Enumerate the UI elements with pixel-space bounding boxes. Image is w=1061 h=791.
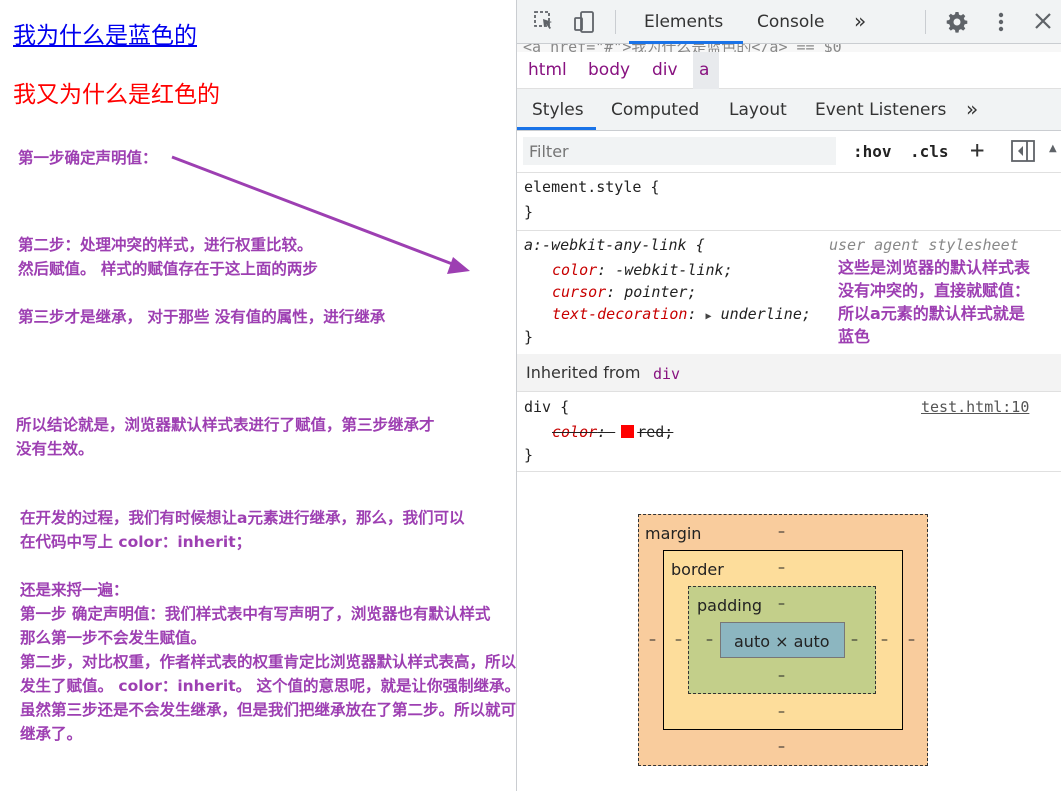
note-dev-line2: 在代码中写上 color：inherit； <box>20 533 252 551</box>
inherited-tag[interactable]: div <box>653 365 681 383</box>
div-close: } <box>524 446 534 464</box>
breadcrumb-a[interactable]: a <box>699 60 710 80</box>
devtools-annotation-line4: 蓝色 <box>838 327 871 346</box>
note-step2-line1: 第二步：处理冲突的样式，进行权重比较。 <box>18 236 313 254</box>
red-text: 我又为什么是红色的 <box>13 82 220 108</box>
margin-left-value[interactable]: – <box>649 632 656 648</box>
breadcrumb-selected-bg <box>693 52 719 89</box>
toolbar-separator <box>925 10 926 34</box>
note-recap-line6: 继承了。 <box>20 725 83 743</box>
styles-filter-bar: :hov .cls + ▲ <box>517 131 1061 173</box>
border-right-value[interactable]: – <box>881 632 888 648</box>
subtab-styles[interactable]: Styles <box>532 100 584 120</box>
gear-icon[interactable] <box>945 10 969 39</box>
note-step1: 第一步确定声明值： <box>18 149 158 167</box>
filter-input[interactable] <box>523 137 836 165</box>
rule-divider <box>517 471 1061 472</box>
blue-link[interactable]: 我为什么是蓝色的 <box>13 23 197 49</box>
element-style-close: } <box>524 203 534 221</box>
more-tabs-icon[interactable]: » <box>854 9 867 33</box>
more-options-icon[interactable] <box>995 10 1007 39</box>
new-style-rule-icon[interactable]: + <box>970 136 985 164</box>
active-tab-indicator <box>629 41 743 44</box>
div-source-link[interactable]: test.html:10 <box>921 398 1030 416</box>
device-toolbar-icon[interactable] <box>573 10 597 39</box>
padding-label: padding <box>697 596 763 615</box>
div-prop-color-overridden[interactable]: color: red; <box>552 423 674 441</box>
cls-button[interactable]: .cls <box>910 142 949 161</box>
devtools-annotation-line3: 所以a元素的默认样式就是 <box>838 304 1025 323</box>
toggle-sidebar-icon[interactable] <box>1011 140 1035 167</box>
ua-close: } <box>524 328 534 346</box>
color-swatch[interactable] <box>621 425 635 438</box>
devtools-annotation-line1: 这些是浏览器的默认样式表 <box>838 258 1031 277</box>
inherited-label: Inherited from <box>526 363 641 382</box>
subtab-computed[interactable]: Computed <box>611 100 700 120</box>
active-subtab-indicator <box>517 127 596 130</box>
note-recap-line2: 那么第一步不会发生赋值。 <box>20 629 207 647</box>
subtab-event-listeners[interactable]: Event Listeners <box>815 100 947 120</box>
note-conclusion-line2: 没有生效。 <box>16 440 94 458</box>
breadcrumb-div[interactable]: div <box>652 60 678 80</box>
tab-elements[interactable]: Elements <box>644 12 724 32</box>
border-label: border <box>671 560 724 579</box>
note-conclusion-line1: 所以结论就是，浏览器默认样式表进行了赋值，第三步继承才 <box>16 416 435 434</box>
breadcrumb-body[interactable]: body <box>588 60 631 80</box>
ua-selector[interactable]: a:-webkit-any-link { <box>524 236 705 254</box>
breadcrumb: html body div a <box>517 52 1061 89</box>
page-content: 我为什么是蓝色的 我又为什么是红色的 第一步确定声明值： 第二步：处理冲突的样式… <box>0 0 532 791</box>
more-subtabs-icon[interactable]: » <box>966 97 979 121</box>
note-recap-title: 还是来捋一遍： <box>20 581 129 599</box>
elements-tree-partial: <a href="#">我为什么是蓝色的</a> == $0 <box>523 44 842 52</box>
ua-source: user agent stylesheet <box>829 236 1019 254</box>
padding-right-value[interactable]: – <box>851 632 858 648</box>
devtools-annotation-line2: 没有冲突的，直接就赋值： <box>838 281 1031 300</box>
margin-top-value[interactable]: – <box>778 524 785 540</box>
close-icon[interactable] <box>1033 11 1053 36</box>
ua-prop-color[interactable]: color: -webkit-link; <box>552 261 733 279</box>
border-left-value[interactable]: – <box>675 632 682 648</box>
breadcrumb-html[interactable]: html <box>528 60 567 80</box>
element-style-selector[interactable]: element.style { <box>524 178 660 196</box>
padding-bottom-value[interactable]: – <box>778 668 785 684</box>
margin-label: margin <box>645 524 702 543</box>
devtools-annotation: 这些是浏览器的默认样式表 没有冲突的，直接就赋值： 所以a元素的默认样式就是 蓝… <box>838 256 1030 348</box>
note-recap-line5: 虽然第三步还是不会发生继承，但是我们把继承放在了第二步。所以就可以 <box>20 701 532 719</box>
devtools-toolbar: Elements Console » <box>517 0 1061 44</box>
inherited-header: Inherited from div <box>517 354 1061 392</box>
ua-prop-text-decoration[interactable]: text-decoration: ▶ underline; <box>552 305 811 323</box>
subtab-layout[interactable]: Layout <box>729 100 787 120</box>
ua-prop-cursor[interactable]: cursor: pointer; <box>552 283 697 301</box>
toolbar-separator <box>615 10 616 34</box>
note-dev-line1: 在开发的过程，我们有时候想让a元素进行继承，那么，我们可以 <box>20 509 465 527</box>
margin-bottom-value[interactable]: – <box>778 739 785 755</box>
inspect-element-icon[interactable] <box>533 10 555 37</box>
border-top-value[interactable]: – <box>778 560 785 576</box>
div-selector[interactable]: div { <box>524 398 570 416</box>
box-model-content[interactable] <box>720 622 845 658</box>
margin-right-value[interactable]: – <box>908 632 915 648</box>
scroll-up-icon[interactable]: ▲ <box>1049 143 1057 154</box>
content-size: auto × auto <box>734 632 830 651</box>
note-recap-line1: 第一步 确定声明值：我们样式表中有写声明了，浏览器也有默认样式 <box>20 605 491 623</box>
note-recap-line4: 发生了赋值。 color：inherit。 这个值的意思呢，就是让你强制继承。 <box>20 677 520 695</box>
elements-tree-peek: <a href="#">我为什么是蓝色的</a> == $0 <box>517 44 1061 52</box>
rule-divider <box>517 230 1061 231</box>
border-bottom-value[interactable]: – <box>778 704 785 720</box>
note-recap-line3: 第二步，对比权重，作者样式表的权重肯定比浏览器默认样式表高，所以 <box>20 653 517 671</box>
tab-console[interactable]: Console <box>757 12 825 32</box>
styles-subtabs: Styles Computed Layout Event Listeners » <box>517 89 1061 131</box>
padding-top-value[interactable]: – <box>778 596 785 612</box>
padding-left-value[interactable]: – <box>706 632 713 648</box>
note-step3: 第三步才是继承， 对于那些 没有值的属性，进行继承 <box>18 308 386 326</box>
note-step2-line2: 然后赋值。 样式的赋值存在于这上面的两步 <box>18 260 318 278</box>
hov-button[interactable]: :hov <box>853 142 892 161</box>
